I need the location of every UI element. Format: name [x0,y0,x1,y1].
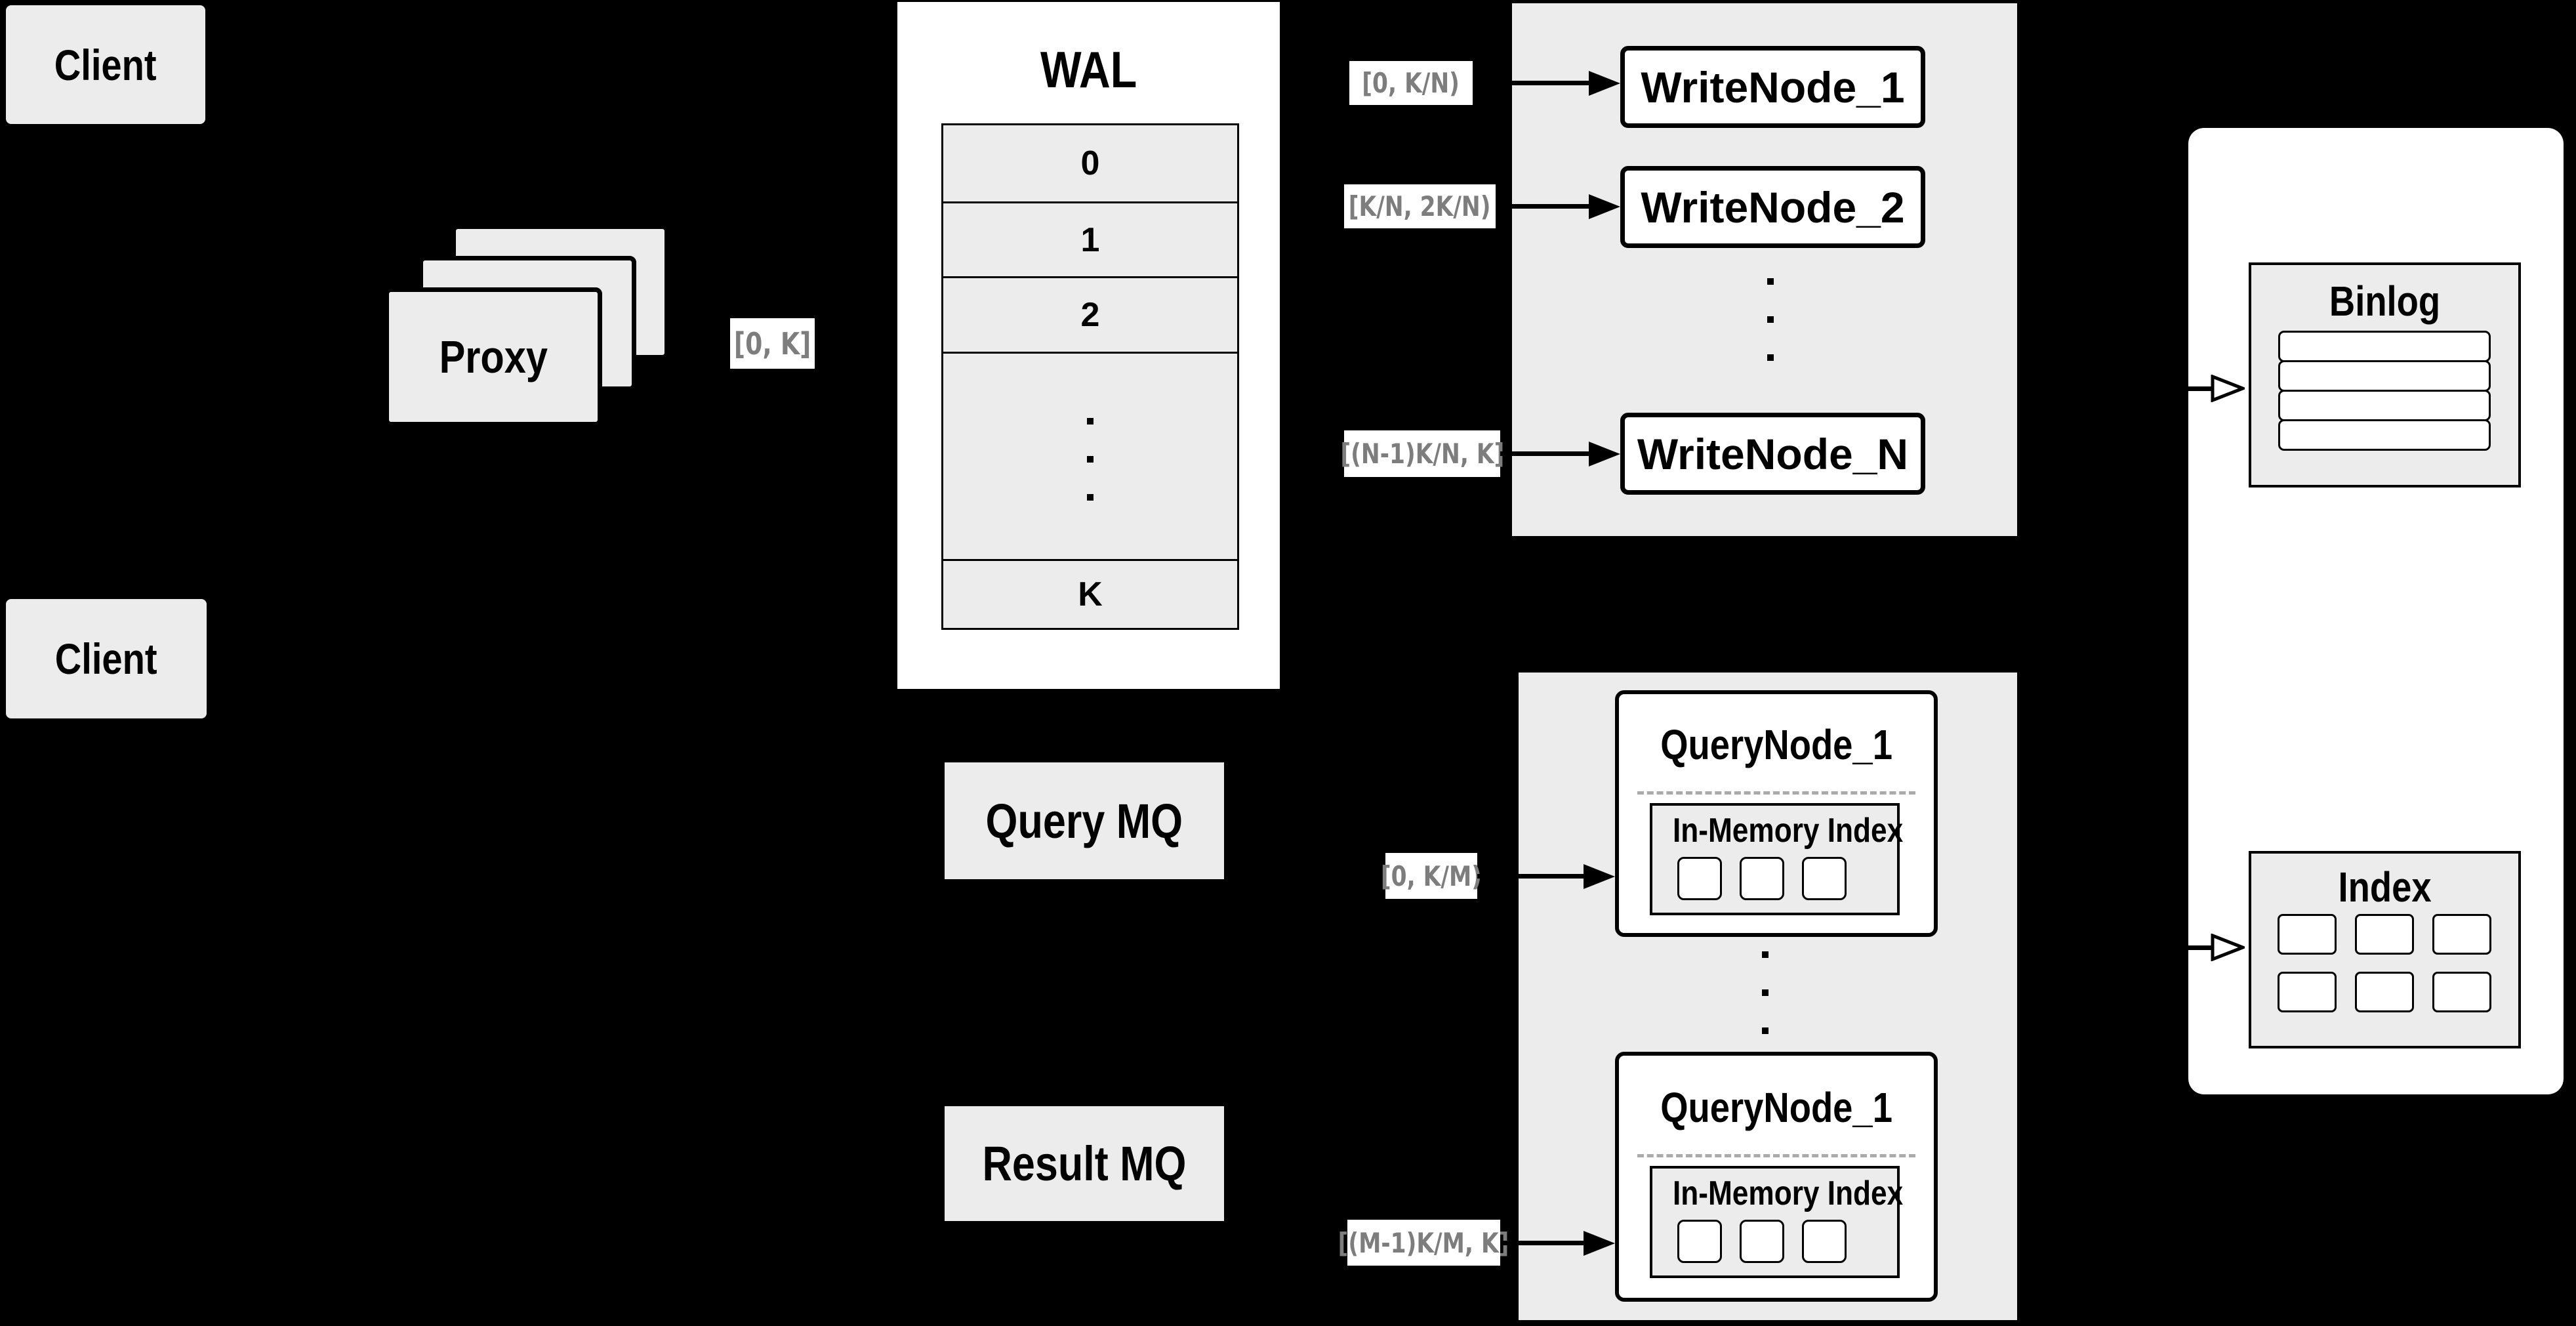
segment [1740,1220,1784,1263]
wal-row-k-label: K [1078,575,1103,613]
query-mq-box: Query MQ [945,762,1224,879]
arrow-write-2-head [1589,194,1622,219]
binlog-row [2278,390,2491,421]
index-box: Index [2249,851,2521,1048]
wal-row-1: 1 [941,203,1239,278]
write-node-n-label: WriteNode_N [1637,429,1909,478]
proxy-card-front: Proxy [384,287,602,426]
query-node-1: QueryNode_1 In-Memory Index [1615,690,1938,937]
result-mq-box: Result MQ [945,1106,1224,1221]
client-bottom-label: Client [55,634,157,683]
arrow-index-shaft [2145,945,2216,950]
index-grid [2278,914,2492,1012]
wal-row-0-label: 0 [1080,144,1100,182]
range-label-proxy-out: [0, K] [730,318,815,369]
binlog-row [2278,331,2491,362]
write-node-2: WriteNode_2 [1620,166,1925,248]
write-node-n: WriteNode_N [1620,413,1925,495]
arrow-query-m-head [1584,1231,1617,1256]
index-segment [2432,972,2491,1012]
wal-row-0: 0 [941,125,1239,203]
write-node-1: WriteNode_1 [1620,46,1925,128]
range-label-write-2: [K/N, 2K/N) [1344,184,1496,228]
arrow-query-m-shaft [1500,1241,1585,1245]
query-mq-label: Query MQ [985,793,1183,848]
wal-row-ellipsis [941,354,1239,561]
wal-ellipsis-dots [1087,418,1094,501]
write-node-2-label: WriteNode_2 [1641,182,1905,232]
inmemory-segments [1677,857,1872,900]
client-top-box: Client [6,5,205,124]
query-node-1-divider [1637,791,1915,795]
arrow-query-1-shaft [1477,874,1585,879]
binlog-box: Binlog [2249,262,2521,487]
wal-container: WAL 0 1 2 K [897,2,1280,689]
arrow-binlog-open-head [2211,375,2245,402]
query-node-2: QueryNode_1 In-Memory Index [1615,1052,1938,1302]
client-bottom-box: Client [6,599,207,718]
binlog-title: Binlog [2329,278,2441,325]
wal-row-2-label: 2 [1080,296,1100,334]
query-node-1-inmemory-index: In-Memory Index [1650,803,1904,915]
range-label-query-1: [0, K/M) [1381,853,1482,899]
arrow-write-n-head [1589,442,1622,466]
proxy-label: Proxy [439,331,548,383]
arrow-write-n-shaft [1500,451,1591,456]
index-segment [2432,914,2491,955]
binlog-row [2278,419,2491,451]
index-segment [2278,972,2337,1012]
arrow-write-2-shaft [1496,204,1591,209]
arrow-write-1-head [1589,71,1622,96]
query-node-2-inmemory-index: In-Memory Index [1650,1166,1904,1278]
wal-row-1-label: 1 [1080,220,1100,259]
binlog-row [2278,360,2491,392]
binlog-rows [2278,331,2491,451]
segment [1677,1220,1722,1263]
wal-row-k: K [941,561,1239,630]
arrow-query-1-head [1584,864,1617,889]
segment [1802,1220,1847,1263]
index-segment [2278,914,2337,955]
write-node-1-label: WriteNode_1 [1641,62,1905,112]
arrow-write-1-shaft [1473,81,1591,85]
query-nodes-ellipsis-dots [1762,951,1768,1034]
range-label-write-n: [(N-1)K/N, K] [1340,430,1504,477]
wal-title: WAL [1040,41,1137,98]
range-label-query-m: [(M-1)K/M, K] [1338,1220,1509,1266]
store-engine-container: Store Engine Binlog Index [2188,128,2564,1094]
wal-row-2: 2 [941,278,1239,354]
inmemory-index-title: In-Memory Index [1672,812,1904,850]
index-title: Index [2338,863,2432,911]
arrow-index-open-head [2211,934,2245,961]
query-node-2-title: QueryNode_1 [1660,1084,1892,1131]
wal-table: 0 1 2 K [941,123,1239,630]
result-mq-label: Result MQ [982,1136,1187,1191]
query-node-2-divider [1637,1154,1915,1157]
client-top-label: Client [54,40,157,89]
segment [1740,857,1784,900]
index-segment [2355,914,2414,955]
inmemory-segments [1677,1220,1872,1263]
segment [1802,857,1847,900]
range-label-write-1: [0, K/N) [1349,61,1473,105]
query-node-1-title: QueryNode_1 [1660,721,1892,768]
inmemory-index-title: In-Memory Index [1672,1174,1904,1212]
write-nodes-ellipsis-dots [1767,278,1774,361]
segment [1677,857,1722,900]
arrow-binlog-shaft [2145,386,2216,391]
index-segment [2355,972,2414,1012]
